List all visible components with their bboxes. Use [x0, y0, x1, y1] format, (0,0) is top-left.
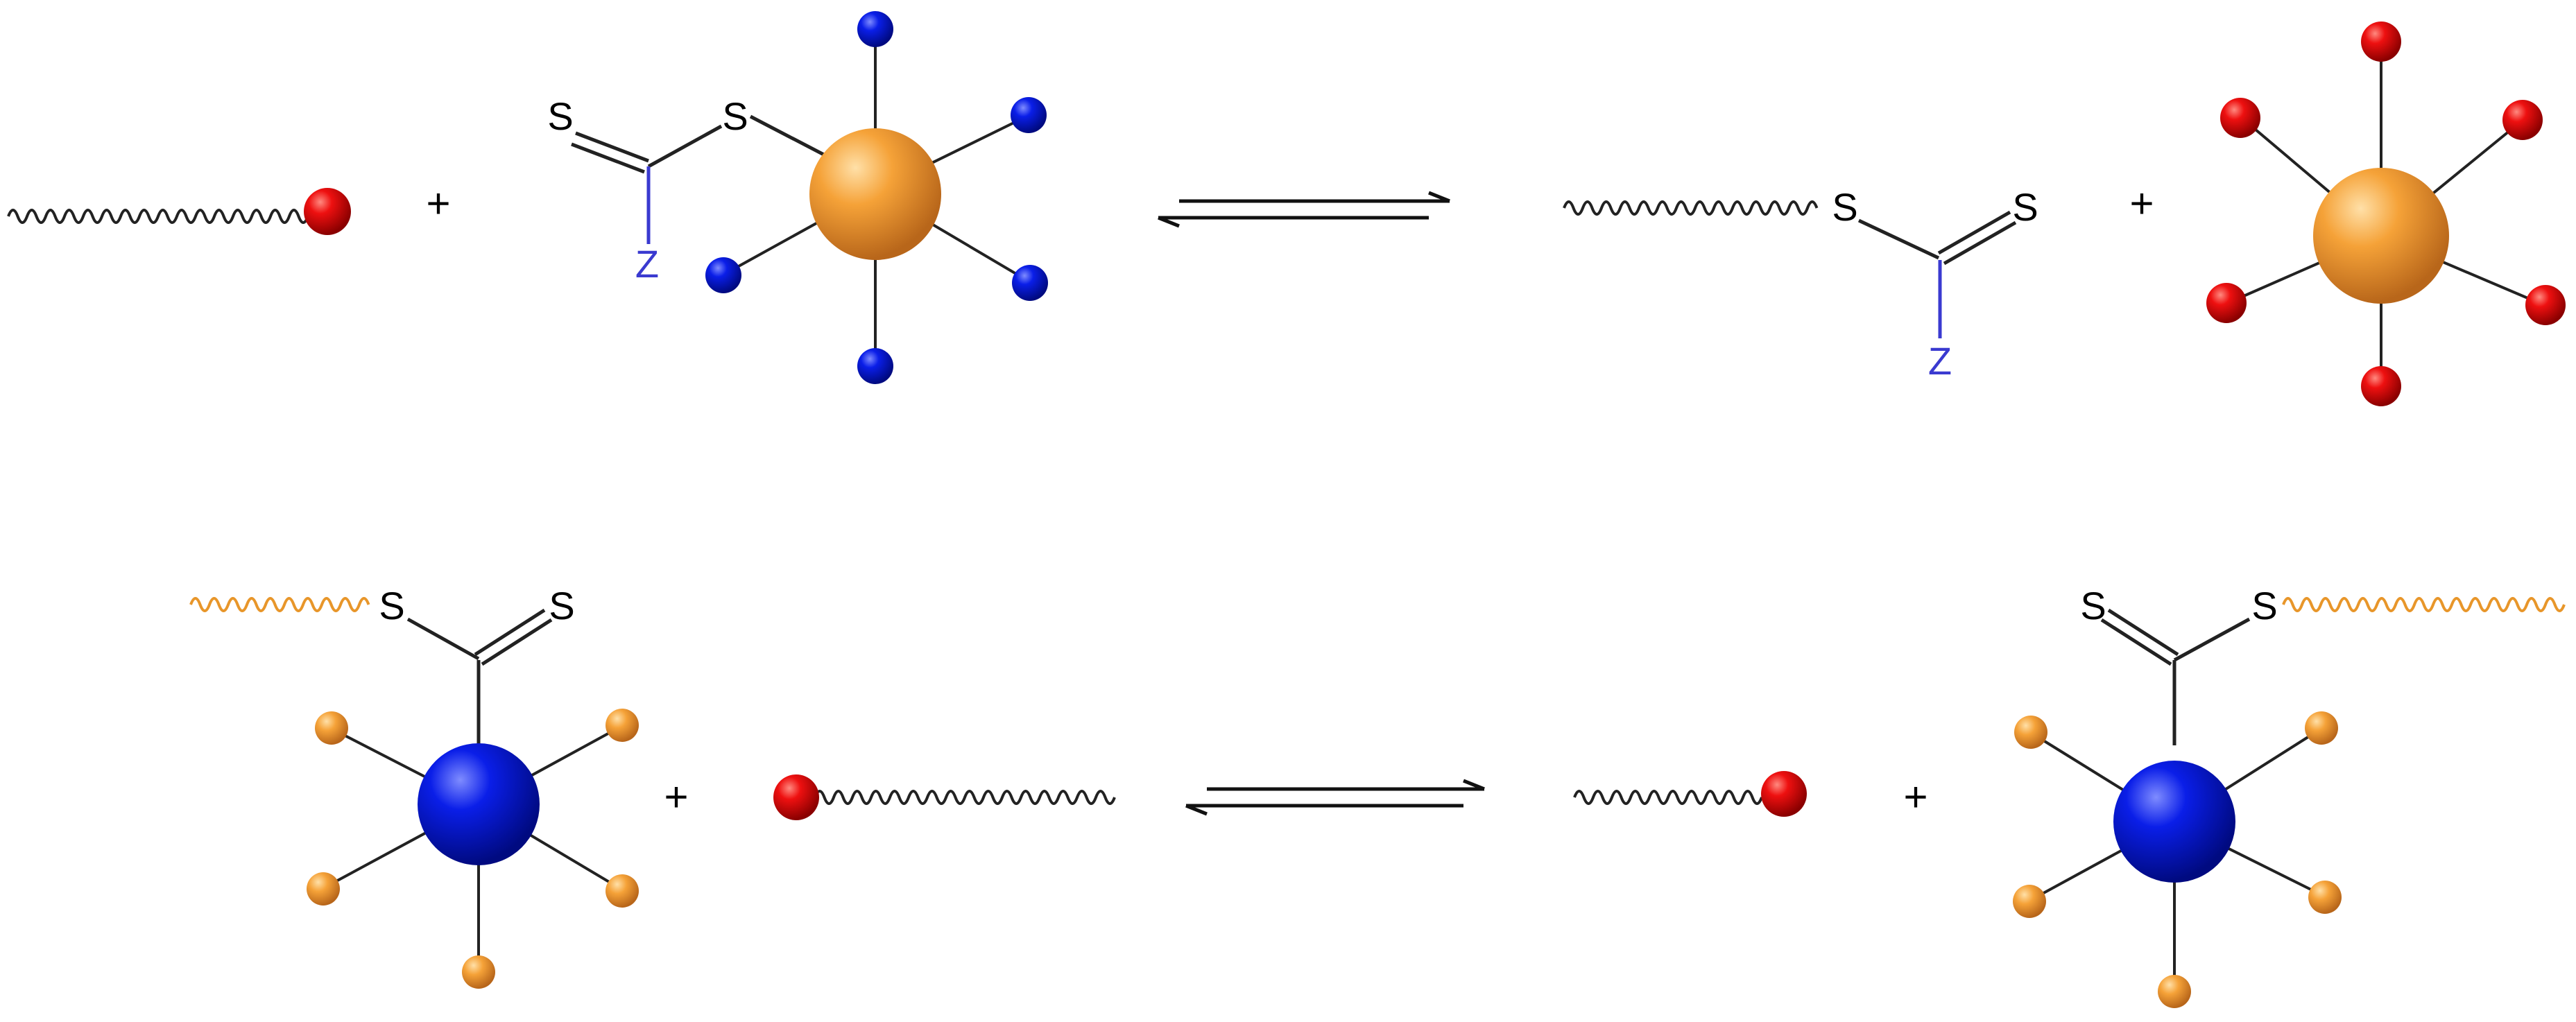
polymer-chain-orange	[189, 597, 370, 612]
arm-end-bead-orange	[2158, 975, 2191, 1008]
arm-end-bead-red	[2206, 283, 2247, 323]
arm-end-bead-blue	[705, 257, 741, 293]
macro-raft-agent: S S Z	[1563, 185, 2038, 383]
bottom-equation: S S +	[189, 584, 2566, 1008]
c-s-double-bond	[1943, 220, 2017, 266]
radical-bead-red	[1761, 771, 1807, 817]
thio-sulfur: S	[1832, 185, 1857, 229]
thio-sulfur: S	[2251, 584, 2277, 627]
propagating-radical-chain	[773, 774, 1116, 820]
arm-end-bead-orange	[462, 955, 495, 989]
polymer-chain	[1573, 790, 1763, 805]
arm-end-bead-red	[2361, 366, 2401, 406]
propagating-radical-chain	[7, 188, 351, 235]
c-s-double-bond	[1937, 210, 2011, 255]
arm-end-bead-blue	[1011, 97, 1047, 133]
top-equation: + S S Z	[7, 11, 2566, 406]
arm-end-bead-blue	[857, 348, 893, 384]
star-radical-red-ends	[2206, 21, 2566, 406]
z-group-label: Z	[1928, 339, 1952, 383]
radical-bead-red	[773, 774, 819, 820]
arm-end-bead-orange	[2013, 885, 2046, 918]
plus-sign: +	[664, 774, 688, 820]
polymer-chain	[814, 790, 1116, 805]
arm-end-bead-orange	[606, 874, 639, 908]
star-core-orange	[2313, 168, 2449, 304]
thio-sulfur: S	[379, 584, 404, 627]
arm-end-bead-red	[2525, 285, 2566, 325]
z-group-label: Z	[635, 242, 659, 286]
plus-sign: +	[2129, 180, 2154, 227]
radical-bead-red	[304, 188, 351, 235]
propagating-radical-chain	[1573, 771, 1807, 817]
plus-sign: +	[1903, 774, 1927, 820]
c-s-double-bond	[571, 142, 645, 174]
equilibrium-arrow	[1185, 779, 1485, 816]
polymer-chain-orange	[2282, 597, 2566, 612]
arm-end-bead-orange	[307, 872, 340, 906]
thione-sulfur: S	[2012, 185, 2038, 229]
arm-end-bead-red	[2220, 98, 2260, 138]
star-core-blue	[2113, 761, 2235, 883]
star-core-blue	[418, 743, 540, 865]
raft-star-agent: S S Z	[547, 11, 1048, 384]
polymer-chain	[1563, 200, 1819, 216]
arm-end-bead-orange	[2308, 881, 2342, 914]
thio-sulfur: S	[722, 94, 748, 138]
c-s-bond	[1857, 218, 1940, 260]
thione-sulfur: S	[547, 94, 573, 138]
arm-end-bead-orange	[2305, 711, 2338, 745]
arm-end-bead-orange	[606, 709, 639, 742]
polymer-chain	[7, 209, 309, 224]
equilibrium-arrow	[1158, 191, 1450, 228]
arm-end-bead-blue	[1012, 265, 1048, 301]
blue-core-macro-raft-star: S S	[189, 584, 639, 989]
c-s-bond	[647, 124, 723, 168]
arm-end-bead-orange	[315, 711, 348, 745]
arm-end-bead-blue	[857, 11, 893, 47]
star-core-orange	[809, 128, 941, 260]
arm-end-bead-red	[2361, 21, 2401, 62]
thione-sulfur: S	[549, 584, 574, 627]
blue-core-macro-raft-star: S S	[2013, 584, 2566, 1008]
c-s-double-bond	[575, 131, 649, 163]
arm-end-bead-orange	[2014, 716, 2047, 749]
arm-end-bead-red	[2502, 100, 2543, 140]
plus-sign: +	[426, 180, 450, 227]
